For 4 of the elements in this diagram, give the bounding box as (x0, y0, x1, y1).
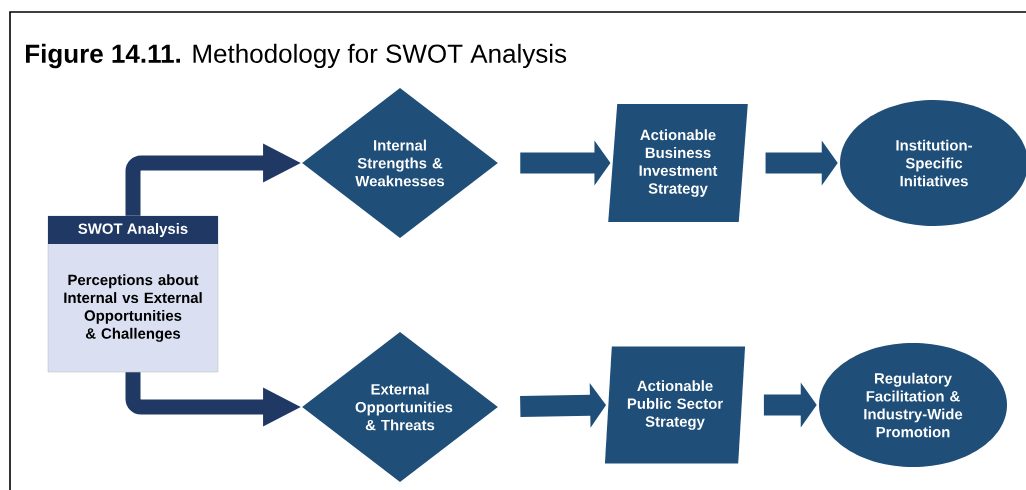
strategy-parallelogram: Actionable Public Sector Strategy (604, 346, 746, 464)
figure-title: Figure 14.11. Methodology for SWOT Analysis (26, 43, 567, 69)
swot-box: SWOT Analysis Perceptions about Internal vs External Opportunities & Challenges (47, 215, 219, 373)
strategy-parallelogram: Actionable Business Investment Strategy (608, 104, 748, 222)
